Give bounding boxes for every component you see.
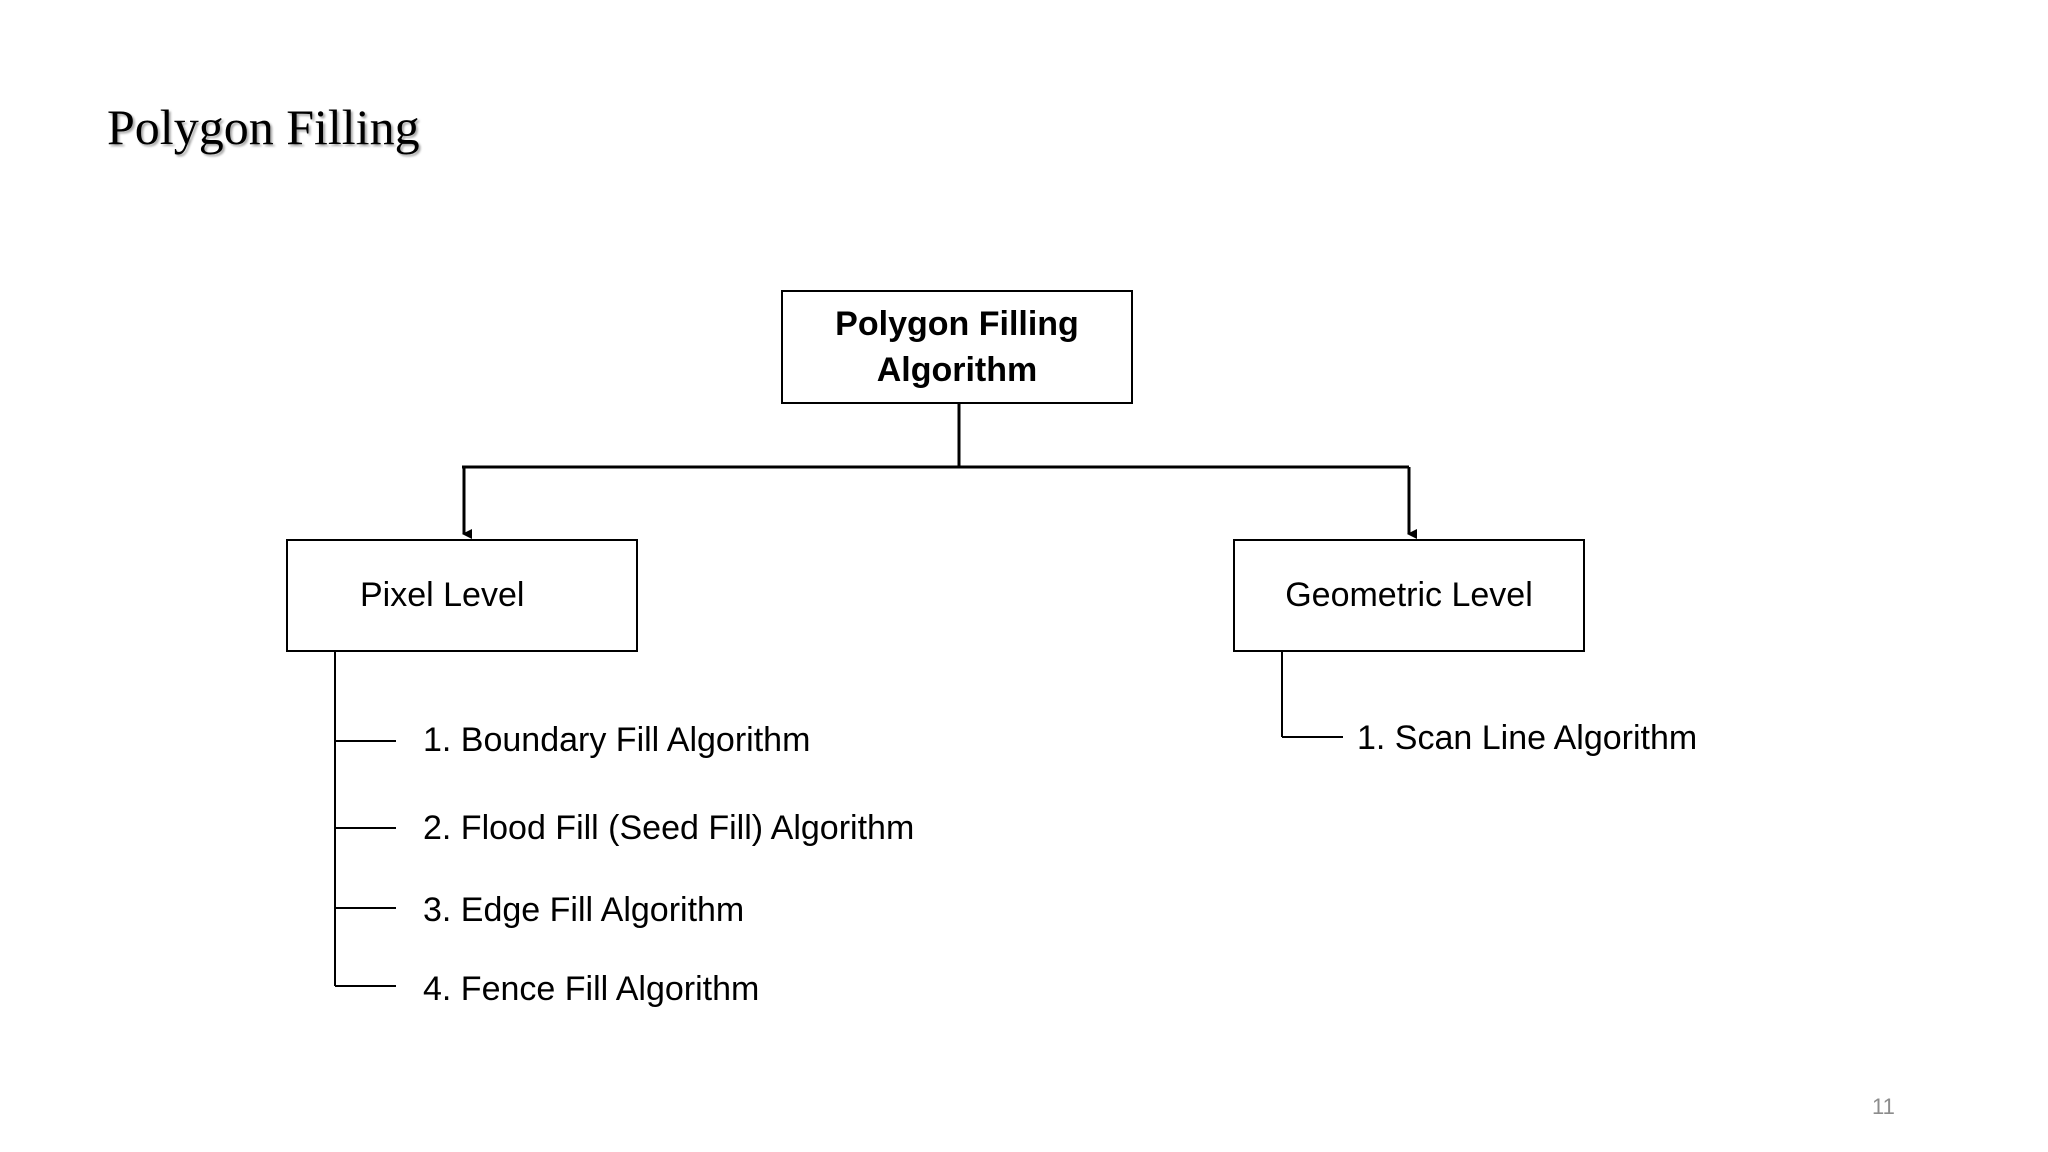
pixel-level-item: 1. Boundary Fill Algorithm bbox=[423, 721, 811, 759]
geometric-level-item: 1. Scan Line Algorithm bbox=[1357, 719, 1698, 757]
root-node-label: Polygon Filling Algorithm bbox=[835, 305, 1079, 389]
pixel-level-item: 3. Edge Fill Algorithm bbox=[423, 891, 745, 929]
pixel-level-label: Pixel Level bbox=[360, 576, 525, 614]
pixel-level-item: 4. Fence Fill Algorithm bbox=[423, 970, 760, 1008]
geometric-level-label: Geometric Level bbox=[1285, 576, 1533, 614]
pixel-level-box: Pixel Level bbox=[286, 539, 638, 652]
slide-title: Polygon Filling bbox=[107, 99, 420, 155]
geometric-level-box: Geometric Level bbox=[1233, 539, 1585, 652]
root-node-box: Polygon Filling Algorithm bbox=[781, 290, 1133, 404]
page-number: 11 bbox=[1872, 1094, 1895, 1119]
pixel-level-item: 2. Flood Fill (Seed Fill) Algorithm bbox=[423, 809, 915, 847]
